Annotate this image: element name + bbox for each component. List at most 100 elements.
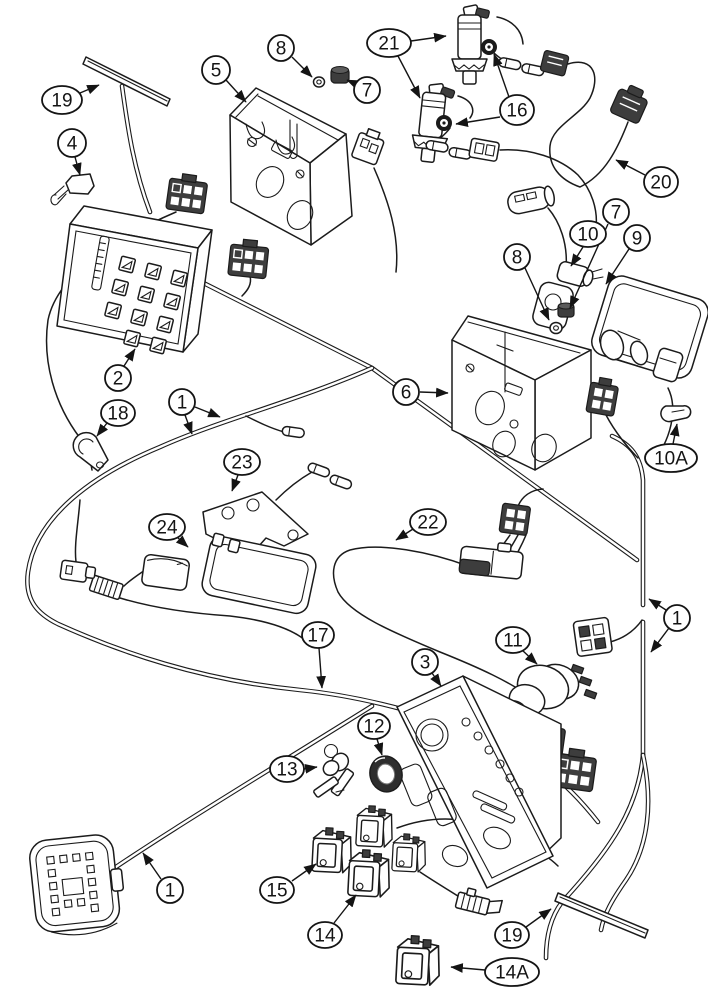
callout-13: 13	[269, 755, 318, 783]
connector-mate-a	[539, 50, 570, 77]
callout-16: 16	[455, 53, 535, 127]
wire-sensor-a	[492, 16, 524, 61]
bullet-lead-1	[280, 425, 306, 439]
callout-arrow	[524, 267, 550, 321]
callout-arrow	[397, 55, 421, 99]
callout-bubble	[307, 921, 343, 949]
ring-terminal-a	[481, 39, 497, 55]
harness-top-left-curve-core	[120, 84, 152, 214]
callout-arrow	[419, 387, 449, 398]
callout-arrow	[605, 248, 630, 285]
harness-sweep-1-core	[544, 753, 645, 960]
callout-number: 10	[577, 225, 598, 246]
callout-number: 19	[501, 926, 522, 947]
callout-arrow	[175, 535, 189, 548]
harness-routes	[25, 83, 651, 961]
callout-15: 15	[259, 863, 317, 904]
blade-terminal	[454, 887, 503, 916]
wire-lead-2	[275, 471, 313, 501]
callout-number: 6	[401, 383, 412, 404]
callout-10A: 10A	[644, 423, 698, 473]
callout-bubble	[104, 364, 132, 392]
harness-right-vertical-upper-core	[610, 434, 645, 607]
callout-12: 12	[357, 712, 391, 756]
callout-arrow	[123, 348, 136, 367]
callout-number: 23	[231, 453, 252, 474]
wire-20-loop	[549, 61, 629, 188]
callout-arrow	[291, 863, 317, 882]
callout-number: 8	[276, 39, 287, 60]
callout-number: 18	[107, 404, 128, 425]
callout-bubble	[269, 755, 305, 783]
anti-slip-strip-top	[82, 56, 171, 107]
callout-14A: 14A	[450, 957, 540, 987]
callout-4: 4	[57, 128, 87, 176]
wire-22-pigtail	[517, 488, 544, 507]
callout-bubble	[411, 648, 439, 676]
callout-6: 6	[392, 378, 449, 406]
rocker-switch-a	[355, 804, 395, 849]
callout-bubble	[100, 399, 136, 427]
washer-8a	[312, 76, 326, 88]
callout-18: 18	[96, 399, 136, 437]
wire-conn-c	[373, 167, 398, 273]
callout-10: 10	[569, 220, 607, 267]
callout-21: 21	[366, 28, 447, 99]
callout-number: 12	[363, 717, 384, 738]
callout-arrow	[669, 423, 680, 445]
callout-number: 11	[503, 631, 523, 652]
bracket-23	[201, 491, 317, 615]
callout-1: 1	[168, 388, 221, 435]
callout-arrow	[525, 908, 552, 928]
callout-number: 8	[512, 248, 523, 269]
connector-6pin-a	[164, 171, 210, 215]
lamp-housing-9	[591, 275, 708, 383]
callout-arrow	[521, 649, 538, 665]
callout-arrow	[615, 159, 646, 176]
switch-panel-3	[396, 675, 562, 889]
callout-bubble	[57, 128, 87, 158]
callout-number: 7	[611, 203, 622, 224]
connector-small-2	[59, 559, 97, 583]
callout-2: 2	[104, 348, 136, 392]
connector-stripe	[88, 574, 124, 601]
callout-bubble	[499, 94, 535, 126]
callout-bubble	[623, 224, 651, 252]
callout-bubble	[156, 876, 184, 904]
connector-22	[498, 502, 531, 536]
rocker-switch-b	[391, 832, 428, 873]
callout-bubble	[484, 957, 540, 987]
callout-arrow	[395, 528, 414, 541]
callout-arrow	[648, 598, 667, 611]
wire-22-main	[332, 546, 533, 699]
ring-terminal-b	[436, 115, 452, 131]
callout-22: 22	[395, 508, 447, 541]
flasher-module-24	[141, 553, 190, 591]
rocker-switch-15	[310, 826, 354, 874]
callout-bubble	[392, 378, 420, 406]
callout-bubble	[259, 876, 295, 904]
bullet-connector	[447, 146, 473, 161]
lamp-socket-10	[532, 261, 604, 331]
callout-bubble	[494, 921, 530, 949]
callout-arrow	[430, 672, 442, 687]
callout-number: 16	[506, 101, 527, 122]
callout-bubble	[301, 621, 335, 649]
callout-arrow	[142, 852, 162, 880]
harness-branch-to-main-connector-core	[88, 704, 374, 887]
callout-arrow	[183, 414, 193, 435]
callout-number: 4	[67, 134, 78, 155]
connector-mate-b	[468, 137, 500, 162]
callout-number: 7	[362, 81, 373, 102]
wire-b-run	[499, 149, 598, 229]
wire-24-run	[119, 597, 306, 641]
callout-bubble	[267, 34, 295, 62]
connector-4pin-d	[585, 376, 619, 417]
callout-bubble	[357, 712, 391, 740]
callout-20: 20	[615, 159, 679, 198]
callout-arrow	[72, 156, 82, 176]
callout-bubble	[569, 220, 607, 248]
callout-bubble	[409, 508, 447, 536]
callout-arrow	[194, 406, 221, 418]
